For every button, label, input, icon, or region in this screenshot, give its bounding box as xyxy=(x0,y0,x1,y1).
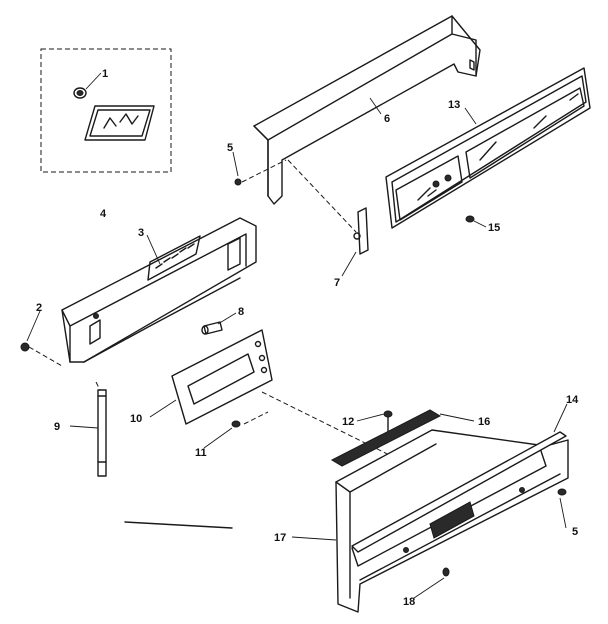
callout-14: 14 xyxy=(566,394,579,406)
upper-rear-panel-part-6 xyxy=(253,15,481,205)
callout-4: 4 xyxy=(100,208,107,220)
screw-part-2 xyxy=(20,342,63,367)
callout-17: 17 xyxy=(274,532,286,544)
assembly-line-7 xyxy=(287,159,357,233)
screw-part-5-lower xyxy=(557,488,567,496)
callout-2: 2 xyxy=(36,302,42,314)
lower-panel-part-17 xyxy=(335,429,569,613)
callout-7: 7 xyxy=(334,277,340,289)
assembly-line-10 xyxy=(261,391,441,481)
callout-15: 15 xyxy=(488,222,500,234)
callout-6: 6 xyxy=(384,113,390,125)
block-part-16 xyxy=(330,409,442,467)
stray-line xyxy=(124,521,233,529)
callout-13: 13 xyxy=(448,99,460,111)
screw-part-15 xyxy=(465,215,475,223)
callout-3: 3 xyxy=(138,227,144,239)
spacer-part-8 xyxy=(201,321,223,335)
callout-1: 1 xyxy=(102,68,108,80)
control-panel-part-3 xyxy=(61,217,257,363)
screw-part-5-upper xyxy=(234,178,242,186)
screw-part-12 xyxy=(383,410,393,433)
glass-panel-part-13 xyxy=(385,67,591,229)
callout-18: 18 xyxy=(403,596,415,608)
screw-part-18 xyxy=(442,567,450,577)
strip-part-9 xyxy=(95,381,107,477)
callout-16: 16 xyxy=(478,416,490,428)
kit-box-part-4 xyxy=(40,48,172,173)
bracket-part-10 xyxy=(171,329,273,425)
bracket-part-7 xyxy=(353,207,369,255)
callout-10: 10 xyxy=(130,413,142,425)
callout-8: 8 xyxy=(238,306,244,318)
leader-lines xyxy=(26,72,568,599)
trim-part-14 xyxy=(351,431,567,553)
assembly-line-5 xyxy=(241,159,287,183)
callout-11: 11 xyxy=(195,447,207,459)
assembly-line-11 xyxy=(243,411,269,425)
callout-12: 12 xyxy=(342,416,354,428)
callout-5-lower: 5 xyxy=(572,526,578,538)
callout-5-upper: 5 xyxy=(227,142,233,154)
callout-9: 9 xyxy=(54,421,60,433)
screw-part-11 xyxy=(231,420,241,428)
